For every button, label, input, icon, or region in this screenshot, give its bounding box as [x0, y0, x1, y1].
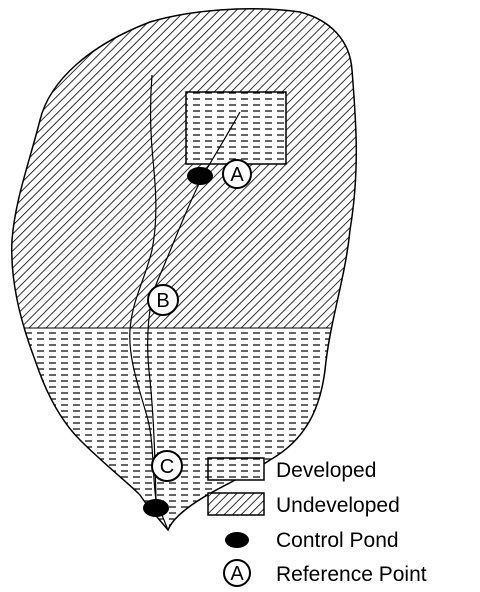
reference-point-a: A: [222, 159, 252, 189]
reference-point-c-label: C: [160, 456, 174, 478]
legend-pond-symbol: [225, 532, 249, 548]
reference-point-c: C: [151, 450, 183, 482]
legend-item-developed: Developed: [207, 457, 376, 482]
legend-reference-symbol: [223, 559, 251, 587]
control-pond-upper: [187, 167, 213, 185]
legend-swatch-developed: [207, 457, 265, 481]
legend: Developed Undeveloped Control Pond A Ref…: [207, 457, 427, 587]
developed-area-upper: [185, 91, 287, 165]
legend-swatch-undeveloped: [207, 492, 265, 516]
stream-east: [147, 111, 241, 501]
legend-label-developed: Developed: [276, 459, 376, 482]
legend-item-undeveloped: Undeveloped: [207, 492, 400, 517]
watershed-outline: [10, 8, 358, 532]
reference-point-b: B: [147, 284, 179, 316]
legend-label-control-pond: Control Pond: [276, 529, 399, 552]
legend-label-undeveloped: Undeveloped: [276, 494, 400, 517]
stream-west: [129, 74, 157, 501]
reference-point-a-label: A: [230, 164, 244, 186]
control-pond-outlet: [143, 499, 169, 517]
legend-item-control-pond: Control Pond: [225, 529, 399, 552]
legend-item-reference-point: A Reference Point: [223, 559, 427, 587]
legend-label-reference-point: Reference Point: [276, 563, 427, 586]
legend-reference-symbol-letter: A: [230, 563, 244, 585]
reference-point-b-label: B: [156, 290, 169, 312]
